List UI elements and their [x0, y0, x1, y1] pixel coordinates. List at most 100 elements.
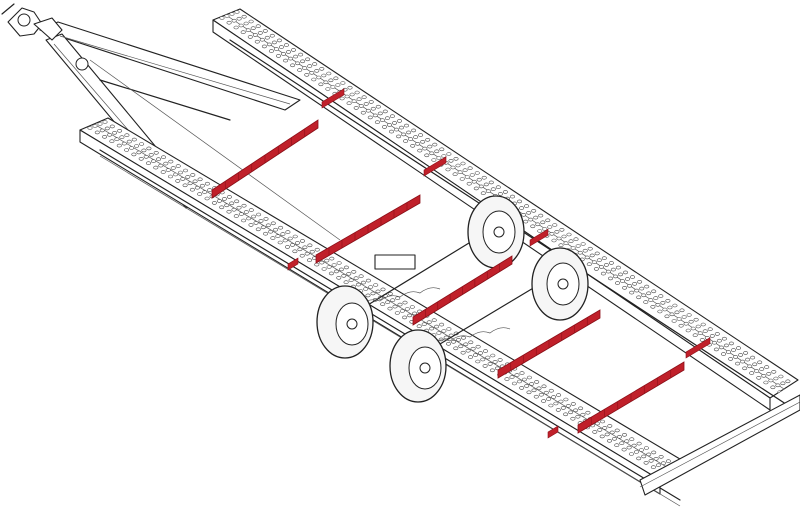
- deck-hole: [446, 152, 452, 156]
- deck-hole: [658, 294, 664, 298]
- deck-hole: [204, 181, 210, 186]
- deck-hole: [233, 25, 239, 30]
- deck-hole: [309, 249, 315, 254]
- deck-hole: [641, 293, 647, 298]
- deck-hole: [448, 159, 454, 163]
- deck-hole: [537, 229, 543, 233]
- deck-hole: [474, 171, 480, 175]
- deck-hole: [538, 213, 544, 218]
- deck-hole: [519, 206, 525, 210]
- deck-hole: [385, 300, 391, 305]
- deck-hole: [568, 410, 574, 415]
- deck-hole: [633, 450, 639, 454]
- deck-hole: [156, 157, 162, 161]
- deck-hole: [578, 406, 584, 411]
- deck-hole: [329, 256, 335, 261]
- deck-hole: [692, 333, 698, 338]
- deck-hole: [263, 217, 269, 221]
- deck-hole: [370, 291, 376, 296]
- deck-hole: [143, 155, 149, 159]
- deck-hole: [368, 100, 374, 104]
- deck-hole: [338, 267, 344, 272]
- deck-hole: [358, 274, 364, 279]
- deck-hole: [735, 361, 741, 366]
- deck-hole: [747, 364, 753, 369]
- deck-hole: [413, 135, 419, 139]
- deck-hole: [519, 386, 525, 390]
- deck-hole: [455, 163, 461, 168]
- deck-hole: [464, 175, 470, 179]
- deck-hole: [197, 177, 203, 182]
- wheel-near-front: [316, 285, 374, 359]
- deck-hole: [594, 251, 600, 256]
- deck-hole: [475, 359, 481, 364]
- deck-hole: [260, 225, 266, 230]
- deck-hole: [319, 67, 325, 71]
- deck-hole: [255, 227, 261, 232]
- deck-hole: [713, 347, 719, 352]
- deck-hole: [241, 14, 247, 19]
- deck-hole: [408, 137, 414, 141]
- deck-hole: [290, 48, 296, 52]
- deck-hole: [577, 250, 583, 255]
- deck-hole: [468, 340, 474, 345]
- deck-hole: [471, 179, 477, 184]
- deck-hole: [425, 138, 431, 142]
- deck-hole: [182, 183, 188, 188]
- deck-hole: [129, 146, 135, 150]
- deck-hole: [302, 66, 308, 70]
- deck-hole: [614, 443, 620, 448]
- deck-hole: [168, 159, 174, 164]
- deck-hole: [553, 401, 559, 406]
- deck-hole: [627, 283, 633, 288]
- deck-hole: [750, 355, 756, 360]
- deck-hole: [411, 128, 417, 133]
- deck-hole: [655, 463, 661, 468]
- deck-hole: [615, 265, 621, 270]
- deck-hole: [248, 223, 254, 227]
- deck-hole: [314, 69, 320, 73]
- deck-hole: [521, 213, 527, 217]
- deck-hole: [589, 253, 595, 258]
- deck-hole: [146, 161, 152, 165]
- deck-hole: [521, 377, 527, 382]
- deck-hole: [697, 331, 703, 336]
- deck-hole: [669, 312, 675, 317]
- deck-hole: [363, 287, 369, 291]
- deck-hole: [192, 179, 198, 184]
- deck-hole: [409, 305, 415, 309]
- deck-hole: [728, 357, 734, 361]
- deck-hole: [336, 261, 342, 265]
- deck-hole: [733, 355, 739, 359]
- deck-hole: [92, 124, 98, 128]
- deck-hole: [314, 247, 320, 252]
- deck-hole: [160, 170, 166, 174]
- deck-hole: [300, 59, 306, 64]
- deck-hole: [368, 285, 374, 289]
- deck-hole: [631, 443, 637, 448]
- deck-hole: [610, 267, 616, 272]
- deck-hole: [617, 272, 623, 277]
- deck-hole: [257, 31, 263, 35]
- deck-hole: [646, 452, 652, 457]
- deck-hole: [728, 341, 734, 346]
- deck-hole: [365, 108, 371, 113]
- deck-hole: [211, 201, 217, 205]
- deck-hole: [202, 190, 208, 194]
- deck-hole: [386, 123, 392, 127]
- deck-hole: [107, 133, 113, 137]
- deck-hole: [540, 220, 546, 225]
- deck-hole: [380, 287, 386, 292]
- deck-hole: [341, 273, 347, 278]
- deck-hole: [285, 230, 291, 234]
- deck-hole: [756, 375, 762, 380]
- wheel-near-rear: [389, 329, 447, 403]
- deck-hole: [231, 18, 237, 23]
- deck-hole: [255, 24, 261, 29]
- deck-hole: [431, 318, 437, 323]
- deck-hole: [365, 278, 371, 283]
- deck-hole: [416, 324, 422, 329]
- deck-hole: [229, 201, 235, 206]
- deck-hole: [780, 381, 786, 386]
- deck-hole: [648, 458, 654, 463]
